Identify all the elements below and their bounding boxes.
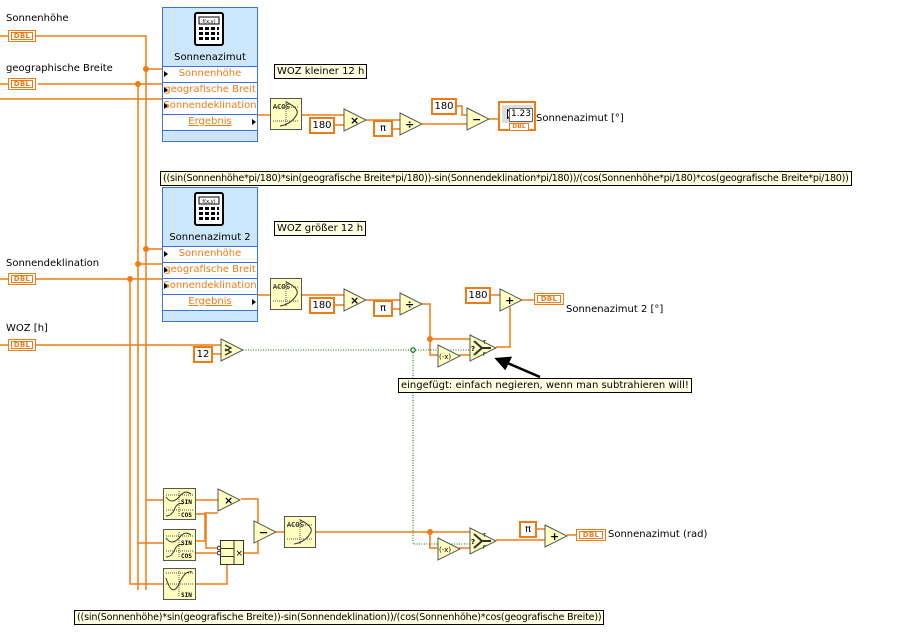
acos-node[interactable]: ACOS — [270, 98, 302, 130]
divide-node[interactable]: ÷ — [399, 292, 423, 316]
sincos-node[interactable]: SIN COS — [163, 488, 196, 520]
subtract-symbol: − — [259, 526, 268, 539]
select-node[interactable]: ? T F — [469, 527, 497, 555]
expand-handle[interactable] — [163, 310, 257, 321]
acos-node[interactable]: ACOS — [284, 516, 316, 548]
add-node[interactable]: + — [544, 524, 568, 548]
dbl-type-tag: DBL — [509, 123, 529, 130]
wire-deklination — [36, 278, 163, 585]
input-sonnenhoehe[interactable]: Sonnenhöhe — [163, 246, 257, 262]
add-node[interactable]: + — [499, 288, 523, 312]
control-label-woz: WOZ [h] — [6, 323, 48, 334]
constant-180[interactable]: 180 — [309, 117, 335, 134]
indicator-label-sonnenazimut-rad: Sonnenazimut (rad) — [608, 529, 708, 540]
comment-formula-deg: ((sin(Sonnenhöhe*pi/180)*sin(geografisch… — [160, 171, 852, 186]
numeric-display: 1.23 — [509, 108, 533, 122]
multiply-node[interactable]: × — [343, 288, 367, 312]
acos-label: ACOS — [287, 521, 304, 529]
constant-pi[interactable]: π — [519, 521, 537, 538]
add-symbol: + — [505, 294, 514, 307]
calculator-icon: f(x,y) — [194, 12, 224, 46]
multiply-node[interactable]: × — [343, 108, 367, 132]
select-t: T — [482, 533, 487, 539]
multiply-symbol: × — [350, 114, 359, 127]
sin-label: SIN — [181, 499, 192, 506]
constant-180[interactable]: 180 — [431, 98, 457, 115]
indicator-sonnenazimut2-deg[interactable]: DBL — [534, 293, 564, 305]
input-sonnendeklination[interactable]: Sonnendeklination — [163, 278, 257, 294]
multiply-node[interactable]: × — [217, 488, 241, 512]
indicator-label-sonnenazimut2-deg: Sonnenazimut 2 [°] — [566, 304, 664, 315]
control-label-sonnendeklination: Sonnendeklination — [6, 258, 100, 269]
select-t: T — [482, 340, 487, 346]
sincos-node[interactable]: SIN COS — [163, 529, 196, 561]
divide-symbol: ÷ — [405, 298, 414, 311]
cos-label: COS — [181, 512, 192, 519]
constant-180[interactable]: 180 — [465, 287, 491, 304]
acos-label: ACOS — [273, 283, 290, 291]
comment-formula-rad: ((sin(Sonnenhöhe)*sin(geografische Breit… — [74, 610, 605, 625]
subtract-node[interactable]: − — [253, 520, 277, 544]
expression-node-title: Sonnenazimut 2 — [169, 232, 251, 243]
input-sonnenhoehe[interactable]: Sonnenhöhe — [163, 66, 257, 82]
input-geo-breite[interactable]: geografische Breit — [163, 262, 257, 278]
select-f: F — [483, 352, 486, 358]
constant-12[interactable]: 12 — [193, 346, 213, 363]
constant-pi[interactable]: π — [373, 300, 393, 317]
control-woz[interactable]: DBL — [8, 339, 36, 351]
add-symbol: + — [550, 530, 559, 543]
constant-180[interactable]: 180 — [309, 297, 335, 314]
control-sonnendeklination[interactable]: DBL — [8, 273, 36, 285]
svg-text:f(x,y): f(x,y) — [202, 19, 215, 25]
negate-symbol: (-x) — [439, 546, 451, 554]
input-geo-breite[interactable]: geografische Breit — [163, 82, 257, 98]
control-label-sonnenhoehe: Sonnenhöhe — [6, 13, 69, 24]
indicator-label-sonnenazimut-deg: Sonnenazimut [°] — [536, 113, 624, 124]
comment-negate-note: eingefügt: einfach negieren, wenn man su… — [398, 378, 692, 393]
multiply-symbol: × — [350, 294, 359, 307]
indicator-sonnenazimut-rad[interactable]: DBL — [576, 529, 606, 541]
calculator-icon: f(x,y) — [194, 192, 224, 226]
wire-sonnenhoehe — [36, 35, 147, 590]
select-q: ? — [471, 345, 475, 353]
expression-node-sonnenazimut[interactable]: f(x,y) Sonnenazimut Sonnenhöhe geografis… — [162, 7, 258, 142]
multiply-symbol: × — [224, 494, 233, 507]
sin-label: SIN — [181, 540, 192, 547]
expression-node-title: Sonnenazimut — [174, 52, 246, 63]
negate-node[interactable]: (-x) — [437, 537, 461, 561]
acos-label: ACOS — [273, 103, 290, 111]
multiply-symbol: × — [236, 549, 244, 559]
expand-handle[interactable] — [163, 130, 257, 141]
select-f: F — [483, 545, 486, 551]
compound-multiply-node[interactable]: × — [217, 540, 244, 565]
sin-label: SIN — [181, 592, 192, 599]
input-sonnendeklination[interactable]: Sonnendeklination — [163, 98, 257, 114]
greater-equal-node[interactable] — [220, 338, 244, 362]
svg-text:f(x,y): f(x,y) — [202, 199, 215, 205]
subtract-node[interactable]: − — [466, 107, 490, 131]
select-node[interactable]: ? T F — [469, 334, 497, 362]
sin-node[interactable]: SIN — [163, 568, 196, 600]
divide-symbol: ÷ — [405, 118, 414, 131]
control-sonnenhoehe[interactable]: DBL — [8, 30, 36, 42]
output-ergebnis[interactable]: Ergebnis — [163, 294, 257, 310]
negate-node[interactable]: (-x) — [437, 344, 461, 368]
subtract-symbol: − — [472, 113, 481, 126]
comment-woz-groesser: WOZ größer 12 h — [274, 221, 367, 236]
cos-label: COS — [181, 553, 192, 560]
select-q: ? — [471, 538, 475, 546]
acos-node[interactable]: ACOS — [270, 278, 302, 310]
wire-geo-breite — [38, 83, 139, 590]
control-geo-breite[interactable]: DBL — [8, 78, 36, 90]
indicator-sonnenazimut-deg[interactable]: 1.23 DBL — [498, 101, 536, 131]
expression-node-sonnenazimut-2[interactable]: f(x,y) Sonnenazimut 2 Sonnenhöhe geograf… — [162, 187, 258, 322]
divide-node[interactable]: ÷ — [399, 112, 423, 136]
control-label-geo-breite: geographische Breite — [6, 63, 113, 74]
output-ergebnis[interactable]: Ergebnis — [163, 114, 257, 130]
comment-woz-kleiner: WOZ kleiner 12 h — [274, 64, 368, 79]
negate-symbol: (-x) — [439, 353, 451, 361]
constant-pi[interactable]: π — [373, 120, 393, 137]
